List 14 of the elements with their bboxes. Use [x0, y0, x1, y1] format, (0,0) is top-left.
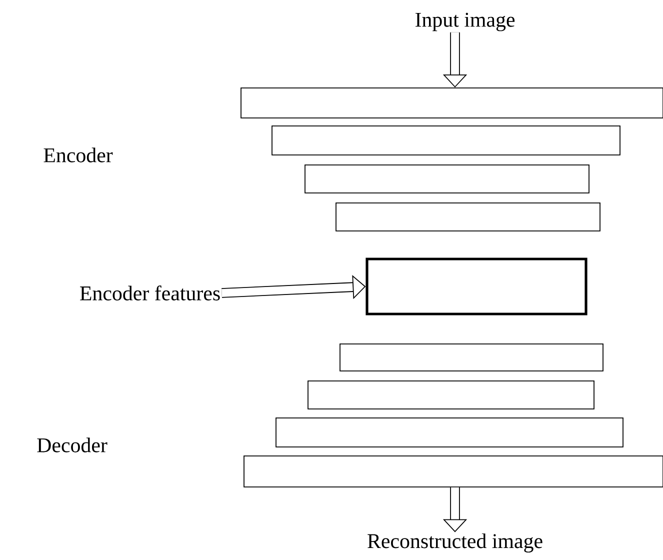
layer-bar: [304, 164, 590, 194]
node-label: Reconstructed image: [368, 533, 542, 552]
feature-box: [366, 258, 588, 316]
layer-bar: [336, 202, 600, 232]
layer-bar: [272, 126, 620, 156]
layer-bar: [308, 380, 594, 410]
node-label: Input image: [416, 12, 515, 32]
section-label: Encoder: [44, 148, 113, 162]
layer-bar: [340, 344, 604, 372]
section-label: Decoder: [37, 438, 108, 452]
node-label: Encoder features: [80, 286, 220, 300]
layer-bar: [244, 456, 663, 488]
layer-bar: [240, 88, 663, 118]
layer-bar: [276, 418, 624, 448]
